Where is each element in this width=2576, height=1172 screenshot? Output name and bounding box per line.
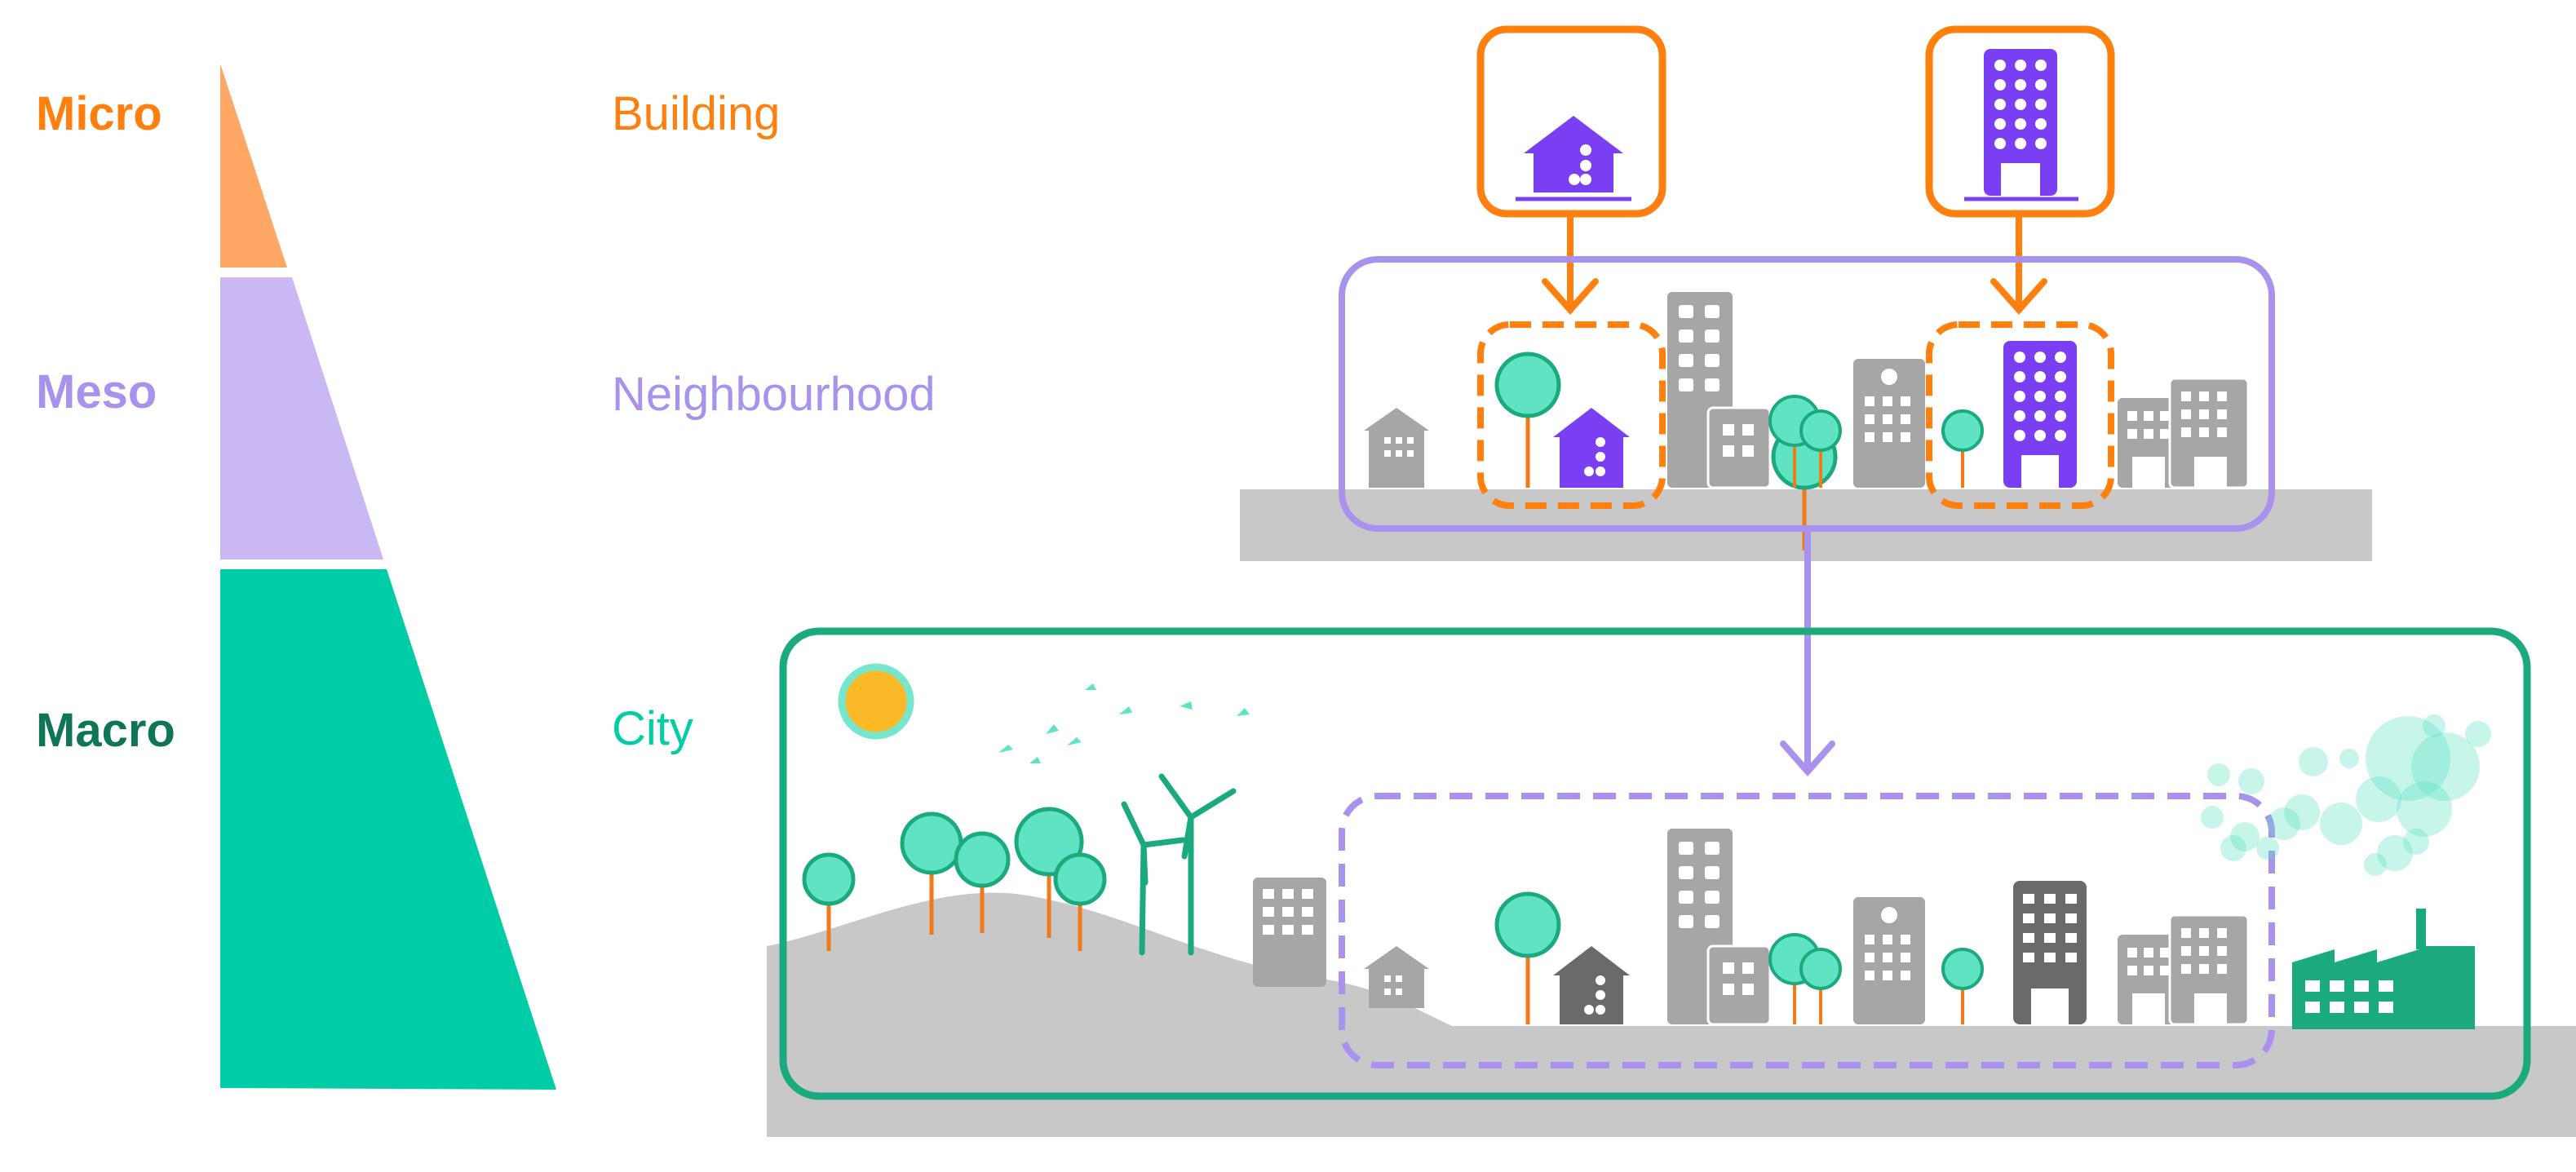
macro-neighbourhood-frame <box>1339 793 2275 1068</box>
highlight-house <box>1477 321 1666 509</box>
clock-building-icon <box>1853 897 1925 1024</box>
arrow-micro-to-meso <box>1542 210 2047 316</box>
tree-icon <box>1494 891 1561 1024</box>
house-icon <box>1364 946 1429 1008</box>
label-meso: Meso <box>36 365 157 418</box>
label-macro: Macro <box>36 704 175 757</box>
house-icon <box>1364 408 1429 488</box>
wind-turbine-icon <box>1121 773 1237 956</box>
macro-city-frame <box>779 627 2531 1100</box>
tower-building-icon <box>2013 881 2087 1024</box>
tree-icon <box>1768 395 1842 488</box>
apartment-building-icon <box>1253 878 1326 987</box>
label-neighbourhood: Neighbourhood <box>612 368 936 421</box>
tree-icon <box>1014 807 1107 951</box>
macro-ground <box>767 1026 2576 1137</box>
highlight-tower <box>1926 321 2114 509</box>
macro-hill <box>767 892 1460 1029</box>
smoke-cloud-icon <box>2201 714 2491 876</box>
tree-icon <box>1941 948 1984 1024</box>
tower-building-icon <box>1667 292 1772 489</box>
label-building: Building <box>612 87 781 140</box>
micro-building-box-tower <box>1925 25 2115 218</box>
tree-icon <box>954 831 1011 933</box>
apartment-building-icon <box>2118 377 2250 489</box>
arrow-meso-to-macro <box>1780 525 1835 777</box>
clock-building-icon <box>1853 359 1925 488</box>
apartment-building-icon <box>2118 913 2250 1026</box>
house-icon <box>1553 946 1630 1024</box>
label-micro: Micro <box>36 87 162 140</box>
pyramid-macro-segment <box>220 569 556 1090</box>
tree-icon <box>1941 409 1984 488</box>
pyramid-meso-segment <box>220 277 383 559</box>
pyramid-micro-segment <box>220 64 287 268</box>
tree-icon <box>1768 933 1842 1024</box>
tree-icon <box>802 852 856 951</box>
sun-icon <box>838 663 914 740</box>
house-icon <box>1524 116 1623 192</box>
label-city: City <box>612 702 693 755</box>
micro-building-box-house <box>1476 25 1666 218</box>
bird-icon <box>998 683 1250 763</box>
factory-icon <box>2292 909 2475 1029</box>
tower-building-icon <box>1667 829 1772 1026</box>
